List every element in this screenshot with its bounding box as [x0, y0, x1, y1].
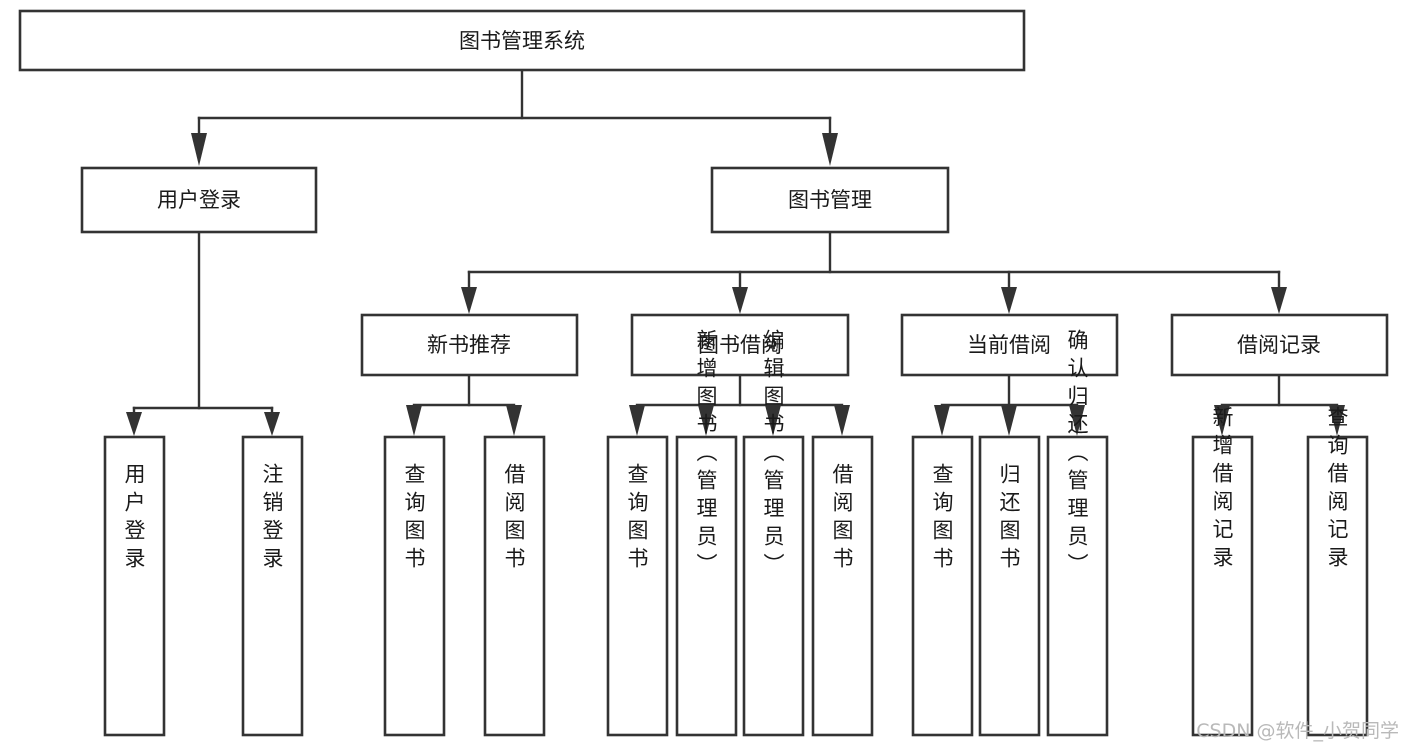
- node-leaf-borrow-add[interactable]: 新增图书（管理员）: [675, 329, 738, 737]
- node-leaf-user-login-box[interactable]: [103, 435, 166, 737]
- connector-layer: [126, 68, 1345, 436]
- arrow-head-icon-leaf-borrow-edit: [765, 405, 781, 436]
- node-bookmgmt-label: 图书管理: [788, 188, 872, 212]
- arrow-head-icon-leaf-user-login: [126, 412, 142, 436]
- node-leaf-record-query[interactable]: 查询借阅记录: [1306, 406, 1369, 737]
- arrow-head-icon-leaf-current-query: [934, 405, 950, 436]
- node-current-label: 当前借阅: [967, 333, 1051, 357]
- arrow-head-icon-leaf-current-return: [1001, 405, 1017, 436]
- arrow-head-icon-leaf-record-query: [1329, 405, 1345, 436]
- node-leaf-current-return-label: 归还图书: [997, 463, 1021, 575]
- arrow-head-icon-bookmgmt: [822, 133, 838, 166]
- arrow-head-icon-leaf-user-logout: [264, 412, 280, 436]
- node-records-label: 借阅记录: [1237, 333, 1321, 357]
- arrow-head-icon-leaf-borrow-add: [698, 405, 714, 436]
- node-bookmgmt[interactable]: 图书管理: [710, 166, 950, 234]
- csdn-watermark: CSDN @软件_小贺同学: [1196, 720, 1399, 742]
- node-login-box[interactable]: [80, 166, 318, 234]
- node-leaf-new-query-box[interactable]: [383, 435, 446, 737]
- arrow-head-icon-leaf-new-query: [406, 405, 422, 436]
- node-leaf-borrow-edit-label: 编辑图书（管理员）: [761, 329, 785, 581]
- node-leaf-new-borrow-label: 借阅图书: [502, 463, 526, 575]
- arrow-head-icon-leaf-borrow-query: [629, 405, 645, 436]
- node-leaf-current-query[interactable]: 查询图书: [911, 435, 974, 737]
- node-leaf-current-query-box[interactable]: [911, 435, 974, 737]
- node-leaf-borrow-lend-label: 借阅图书: [830, 463, 854, 575]
- node-leaf-current-confirm-box[interactable]: [1046, 435, 1109, 737]
- arrow-head-icon-leaf-record-add: [1214, 405, 1230, 436]
- node-leaf-current-return[interactable]: 归还图书: [978, 435, 1041, 737]
- node-leaf-record-query-box[interactable]: [1306, 435, 1369, 737]
- node-leaf-borrow-edit[interactable]: 编辑图书（管理员）: [742, 329, 805, 737]
- node-newbook-label: 新书推荐: [427, 333, 511, 357]
- node-leaf-borrow-add-label: 新增图书（管理员）: [694, 329, 718, 581]
- node-root-label: 图书管理系统: [459, 29, 585, 53]
- node-borrow-box[interactable]: [630, 313, 850, 377]
- node-records[interactable]: 借阅记录: [1170, 313, 1389, 377]
- node-bookmgmt-box[interactable]: [710, 166, 950, 234]
- node-root[interactable]: 图书管理系统: [18, 9, 1026, 72]
- node-leaf-user-logout[interactable]: 注销登录: [241, 435, 304, 737]
- node-leaf-borrow-add-box[interactable]: [675, 435, 738, 737]
- node-current-box[interactable]: [900, 313, 1119, 377]
- arrow-head-icon-records: [1271, 287, 1287, 314]
- node-borrow[interactable]: 图书借阅: [630, 313, 850, 377]
- node-leaf-borrow-lend-box[interactable]: [811, 435, 874, 737]
- arrow-head-icon-leaf-current-confirm: [1069, 405, 1085, 436]
- node-leaf-borrow-lend[interactable]: 借阅图书: [811, 435, 874, 737]
- node-newbook-box[interactable]: [360, 313, 579, 377]
- node-current[interactable]: 当前借阅: [900, 313, 1119, 377]
- node-login[interactable]: 用户登录: [80, 166, 318, 234]
- node-borrow-label: 图书借阅: [698, 333, 782, 357]
- node-leaf-user-login[interactable]: 用户登录: [103, 435, 166, 737]
- node-leaf-record-add-label: 新增借阅记录: [1210, 406, 1234, 574]
- node-leaf-user-login-label: 用户登录: [122, 463, 146, 575]
- arrow-head-icon-leaf-new-borrow: [506, 405, 522, 436]
- node-leaf-current-query-label: 查询图书: [930, 463, 954, 575]
- arrow-head-icon-borrow: [732, 287, 748, 314]
- node-root-box[interactable]: [18, 9, 1026, 72]
- node-leaf-record-add[interactable]: 新增借阅记录: [1191, 406, 1254, 737]
- node-leaf-new-borrow-box[interactable]: [483, 435, 546, 737]
- node-leaf-current-confirm-label: 确认归还（管理员）: [1065, 329, 1089, 581]
- node-leaf-borrow-query-label: 查询图书: [625, 463, 649, 575]
- node-leaf-current-return-box[interactable]: [978, 435, 1041, 737]
- node-newbook[interactable]: 新书推荐: [360, 313, 579, 377]
- node-leaf-user-logout-label: 注销登录: [260, 463, 284, 575]
- node-leaf-user-logout-box[interactable]: [241, 435, 304, 737]
- arrow-head-icon-leaf-borrow-lend: [834, 405, 850, 436]
- node-leaf-new-query[interactable]: 查询图书: [383, 435, 446, 737]
- node-leaf-borrow-query[interactable]: 查询图书: [606, 435, 669, 737]
- node-leaf-borrow-edit-box[interactable]: [742, 435, 805, 737]
- node-leaf-current-confirm[interactable]: 确认归还（管理员）: [1046, 329, 1109, 737]
- node-leaf-record-add-box[interactable]: [1191, 435, 1254, 737]
- node-leaf-new-borrow[interactable]: 借阅图书: [483, 435, 546, 737]
- node-leaf-new-query-label: 查询图书: [402, 463, 426, 575]
- node-login-label: 用户登录: [157, 188, 241, 212]
- arrow-head-icon-login: [191, 133, 207, 166]
- node-leaf-record-query-label: 查询借阅记录: [1325, 406, 1349, 574]
- node-leaf-borrow-query-box[interactable]: [606, 435, 669, 737]
- arrow-head-icon-current: [1001, 287, 1017, 314]
- node-records-box[interactable]: [1170, 313, 1389, 377]
- arrow-head-icon-newbook: [461, 287, 477, 314]
